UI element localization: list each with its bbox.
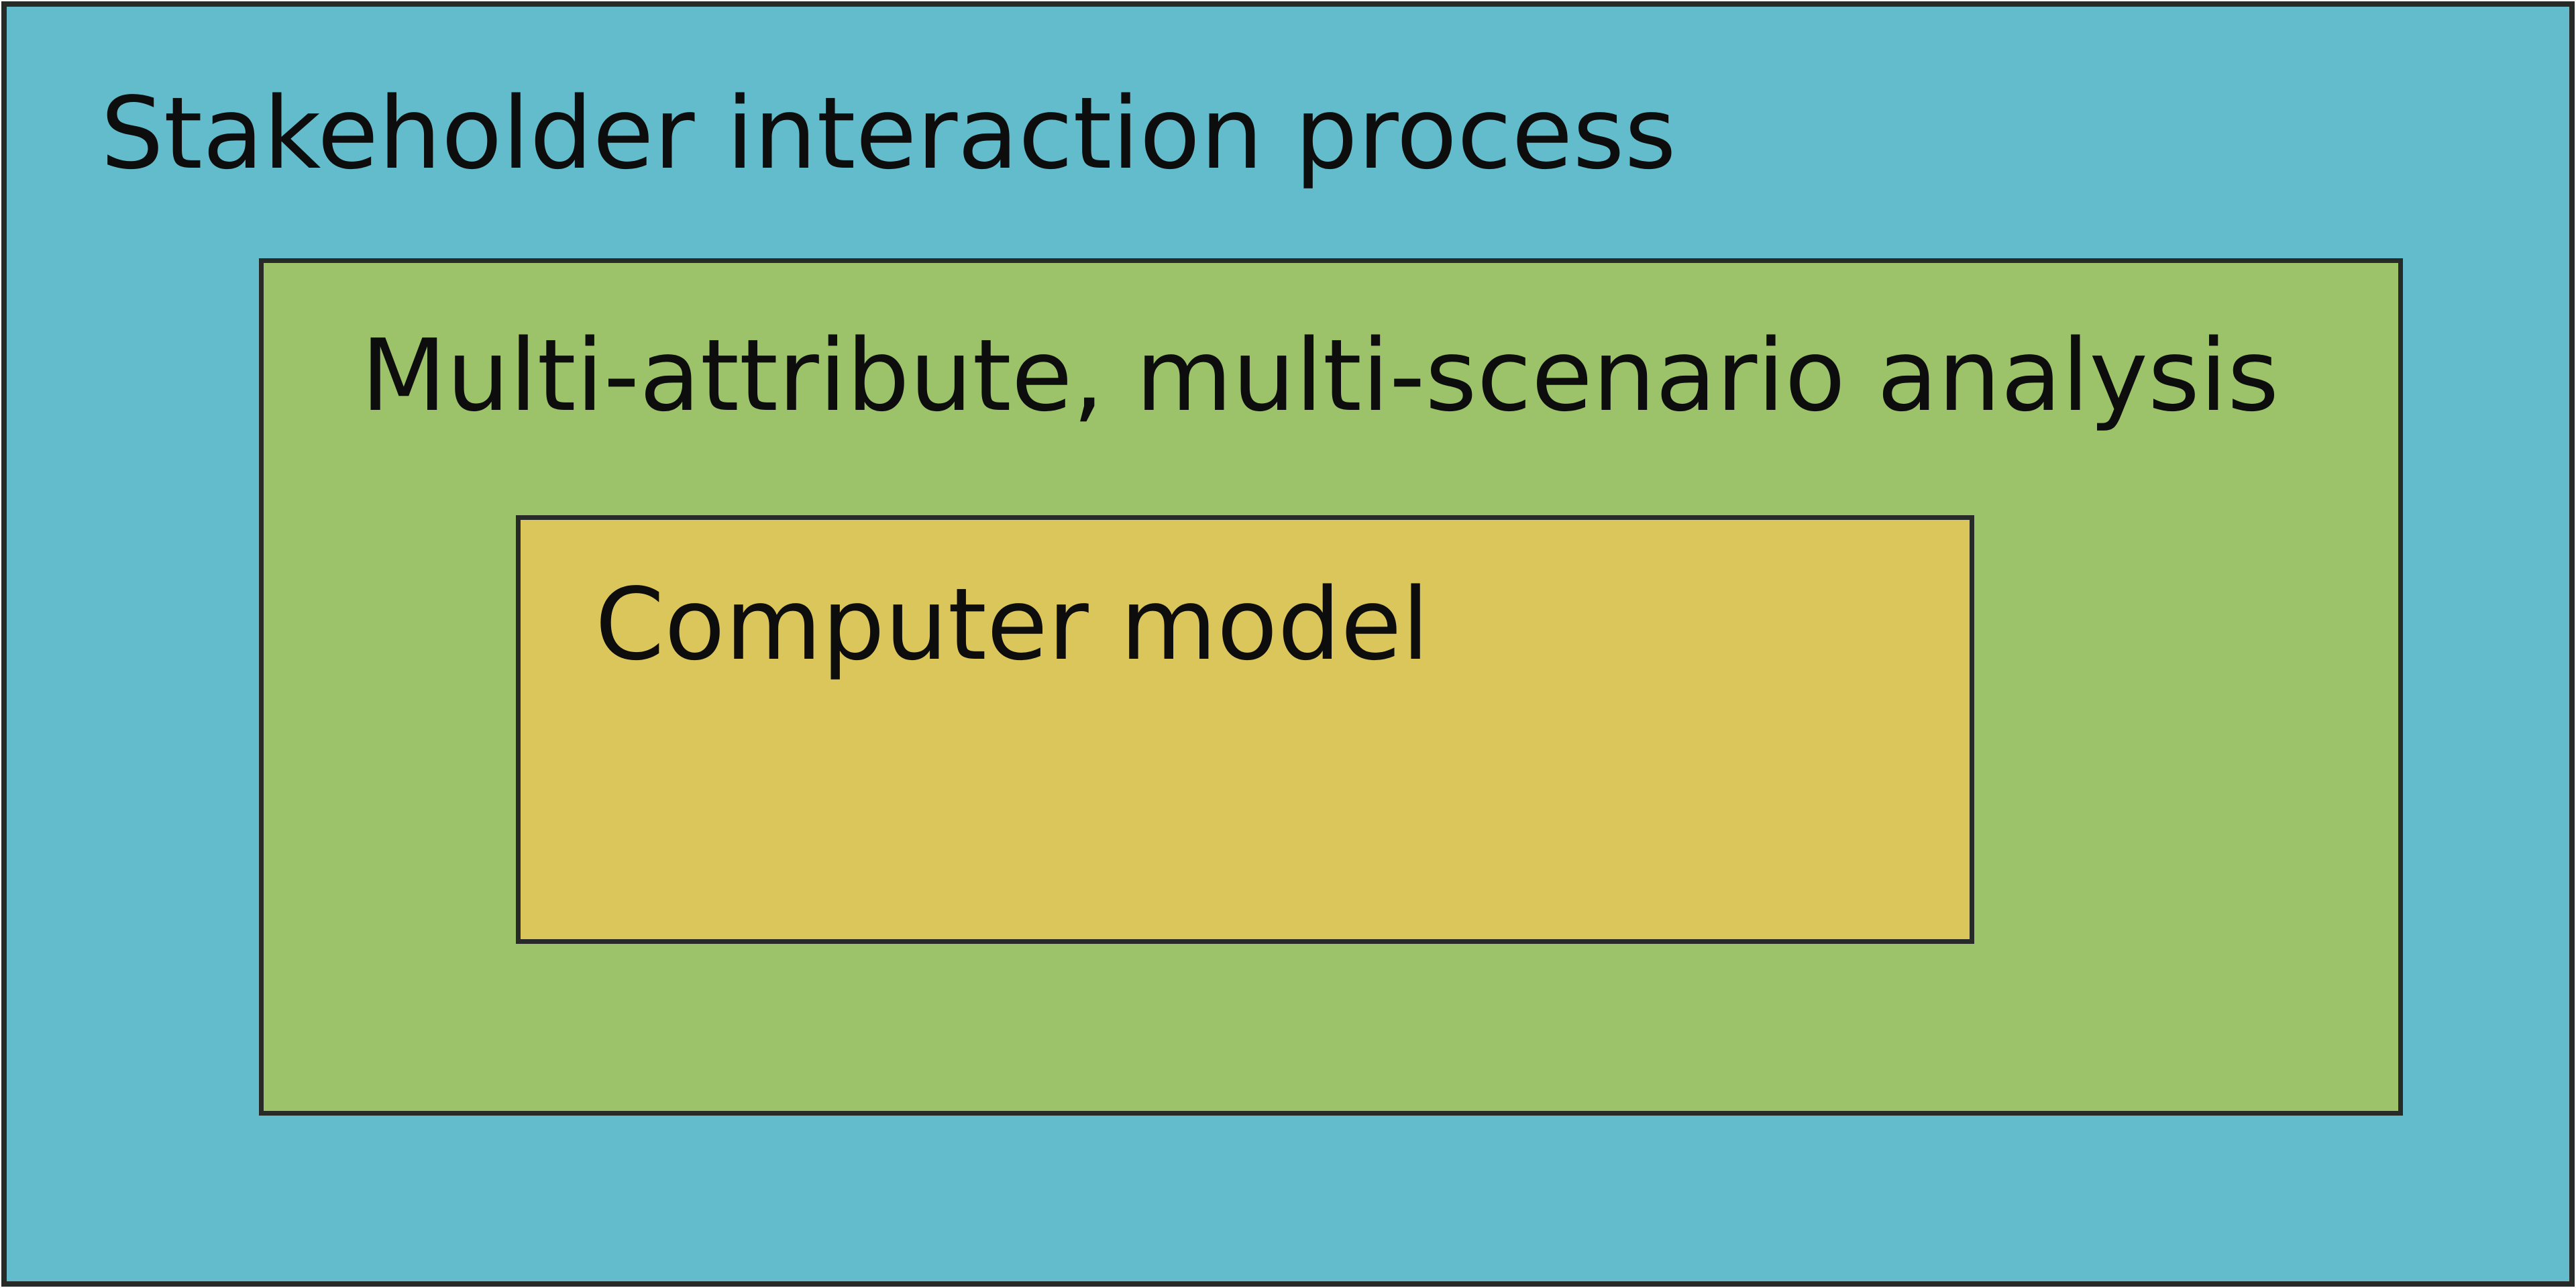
computer-model-label: Computer model [595,567,1430,682]
multi-attribute-analysis-label: Multi-attribute, multi-scenario analysis [361,318,2279,433]
stakeholder-process-label: Stakeholder interaction process [101,76,1676,191]
multi-attribute-analysis-box: Multi-attribute, multi-scenario analysis… [259,258,2403,1116]
computer-model-box: Computer model [516,515,1974,944]
